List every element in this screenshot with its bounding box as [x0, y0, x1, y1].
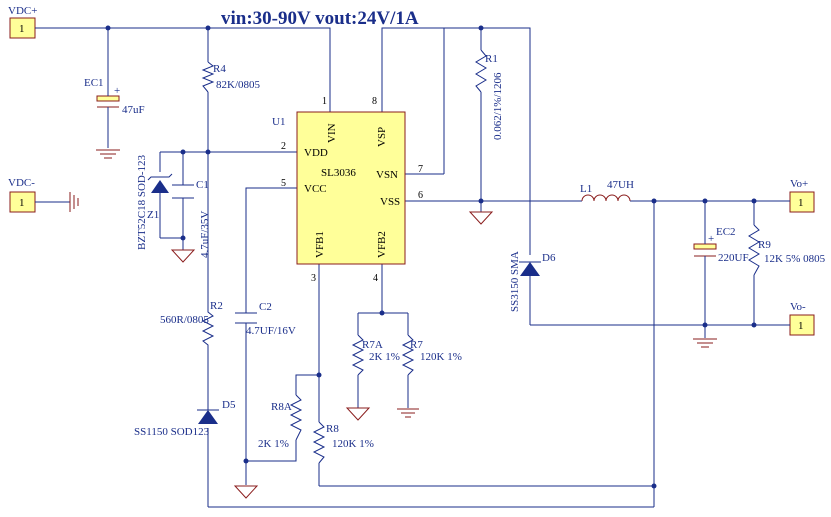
ic-ref: U1 [272, 116, 285, 128]
r9-ref: R9 [758, 239, 771, 251]
ec1-value: 47uF [122, 104, 145, 116]
ec2-ref: EC2 [716, 226, 736, 238]
r7-ref: R7 [410, 339, 423, 351]
pin-vin-name: VIN [326, 123, 338, 143]
pin-vcc-num: 5 [281, 178, 286, 189]
port-vdc-plus: VDC+ 1 [8, 5, 37, 39]
pin-vfb1-num: 3 [311, 273, 316, 284]
pin-vsp-name: VSP [376, 127, 388, 147]
wiring [35, 27, 790, 508]
r7-value: 120K 1% [420, 351, 462, 363]
resistor-r8: R8 120K 1% [312, 421, 374, 464]
r1-ref: R1 [485, 53, 498, 65]
r2-ref: R2 [210, 300, 223, 312]
ic-u1: U1 SL3036 VDD VCC VSN VSS VIN VSP VFB1 V… [272, 96, 423, 284]
pin-vfb1-name: VFB1 [314, 231, 326, 258]
ec2-value: 220UF [718, 252, 749, 264]
capacitor-c1: C1 4.7uF/35V [172, 179, 211, 258]
pin-vfb2-name: VFB2 [376, 231, 388, 258]
diode-d5: D5 SS1150 SOD123 [134, 399, 236, 438]
resistor-r1: R1 0.062/1%/1206 [475, 49, 504, 140]
d5-value: SS1150 SOD123 [134, 426, 210, 438]
resistor-r7: R7 120K 1% [401, 334, 462, 376]
ec1-ref: EC1 [84, 77, 104, 89]
pin-vss-name: VSS [380, 196, 400, 208]
r8a-ref: R8A [271, 401, 292, 413]
resistor-r4: R4 82K/0805 [201, 61, 261, 93]
resistor-r8a: R8A 2K 1% [258, 394, 303, 450]
d6-value: SS3150 SMA [509, 251, 521, 312]
pin-vfb2-num: 4 [373, 273, 378, 284]
r9-value: 12K 5% 0805 [764, 253, 826, 265]
pin-vcc-name: VCC [304, 183, 327, 195]
pin-vsn-num: 7 [418, 164, 423, 175]
l1-ref: L1 [580, 183, 592, 195]
resistor-r2: R2 560R/0805 [160, 295, 223, 350]
junction-dots [105, 25, 757, 489]
r8a-value: 2K 1% [258, 438, 289, 450]
ic-part: SL3036 [321, 167, 356, 179]
port-label: Vo+ [790, 178, 808, 190]
port-vdc-minus: VDC- 1 [8, 177, 36, 213]
port-pin: 1 [798, 197, 804, 209]
r1-value: 0.062/1%/1206 [492, 72, 504, 140]
d5-ref: D5 [222, 399, 236, 411]
pin-vin-num: 1 [322, 96, 327, 107]
polarity-plus: + [114, 85, 120, 97]
capacitor-ec2: + EC2 220UF [693, 226, 749, 264]
z1-ref: Z1 [147, 209, 159, 221]
resistor-r7a: R7A 2K 1% [351, 334, 400, 376]
l1-value: 47UH [607, 179, 634, 191]
c2-value: 4.7UF/16V [246, 325, 296, 337]
c1-ref: C1 [196, 179, 209, 191]
port-vo-minus: Vo- 1 [789, 301, 815, 336]
port-pin: 1 [798, 320, 804, 332]
port-label: Vo- [790, 301, 806, 313]
r8-value: 120K 1% [332, 438, 374, 450]
zener-z1: Z1 BZT52C18 SOD-123 [136, 154, 173, 250]
r2-value: 560R/0805 [160, 314, 209, 326]
polarity-plus: + [708, 233, 714, 245]
pin-vsn-name: VSN [376, 169, 398, 181]
pin-vdd-num: 2 [281, 141, 286, 152]
z1-value: BZT52C18 SOD-123 [136, 154, 148, 250]
r7a-value: 2K 1% [369, 351, 400, 363]
port-label: VDC+ [8, 5, 37, 17]
diode-d6: D6 SS3150 SMA [509, 251, 556, 312]
r7a-ref: R7A [362, 339, 383, 351]
capacitor-ec1: + EC1 47uF [84, 77, 145, 116]
c1-value: 4.7uF/35V [199, 211, 211, 258]
r8-ref: R8 [326, 423, 339, 435]
c2-ref: C2 [259, 301, 272, 313]
pin-vdd-name: VDD [304, 147, 328, 159]
inductor-l1: L1 47UH [580, 179, 634, 202]
resistor-r9: R9 12K 5% 0805 [748, 224, 826, 276]
pin-vss-num: 6 [418, 190, 423, 201]
port-label: VDC- [8, 177, 35, 189]
port-pin: 1 [19, 197, 25, 209]
capacitor-c2: C2 4.7UF/16V [235, 301, 296, 337]
r4-value: 82K/0805 [216, 79, 261, 91]
d6-ref: D6 [542, 252, 556, 264]
r4-ref: R4 [213, 63, 226, 75]
port-pin: 1 [19, 23, 25, 35]
port-vo-plus: Vo+ 1 [789, 178, 815, 213]
pin-vsp-num: 8 [372, 96, 377, 107]
ground-symbols [69, 149, 717, 499]
schematic-title: vin:30-90V vout:24V/1A [221, 8, 419, 29]
